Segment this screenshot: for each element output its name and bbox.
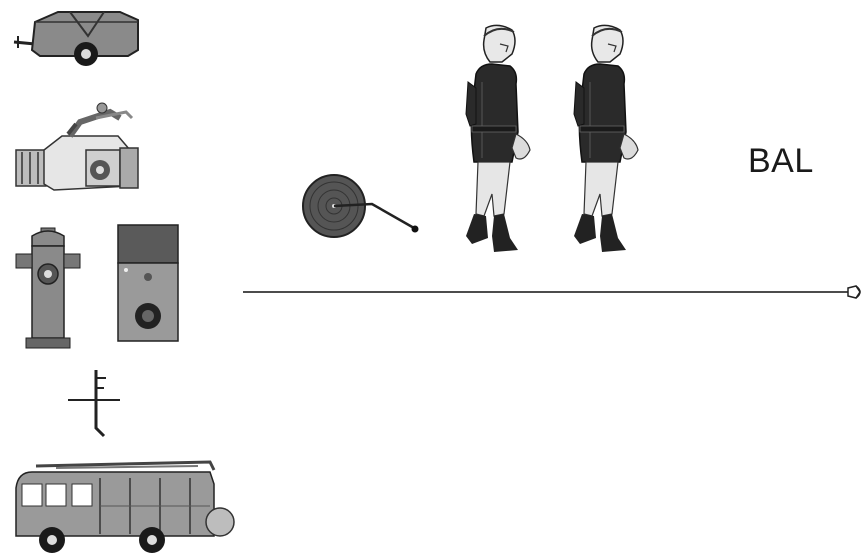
firefighter-icon xyxy=(573,24,639,252)
fire-truck-icon xyxy=(15,460,235,553)
trailer-icon xyxy=(13,11,139,66)
hose-reel-icon xyxy=(302,174,419,238)
water-cannon-icon xyxy=(15,102,139,191)
bal-label: BAL xyxy=(748,142,814,180)
pipe-valve-icon xyxy=(68,370,120,438)
firefighter-icon xyxy=(465,24,531,252)
hydrant-cabinet-icon xyxy=(117,224,179,342)
fire-hydrant-icon xyxy=(15,227,81,349)
nozzle-icon xyxy=(847,285,861,299)
